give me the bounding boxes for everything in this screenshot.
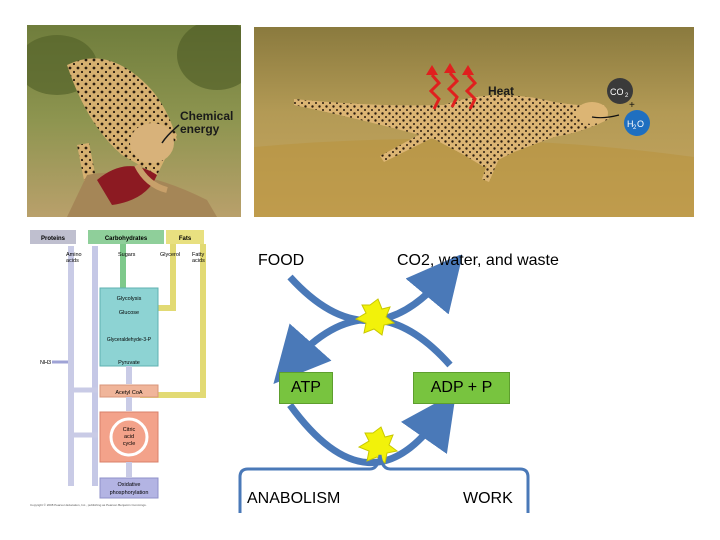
oxphos-label-1: Oxidative (118, 482, 141, 488)
glycerol-label: Glycerol (160, 252, 180, 258)
work-label: WORK (463, 490, 513, 507)
citric-label-3: cycle (123, 441, 136, 447)
glucose-label: Glucose (119, 310, 139, 316)
h2o-label-h: H (627, 119, 634, 129)
copyright-text: Copyright © 2008 Pearson Education, Inc.… (30, 503, 147, 507)
nh3-label: NH3 (40, 360, 51, 366)
co2-molecule-icon (607, 78, 633, 104)
food-label: FOOD (258, 252, 305, 269)
heat-label: Heat (488, 84, 514, 98)
acetyl-coa-label: Acetyl CoA (115, 390, 143, 396)
chemical-energy-pointer (161, 124, 180, 144)
proteins-label: Proteins (41, 236, 66, 242)
adp-arrow (287, 392, 457, 467)
proteins-box (30, 230, 76, 244)
chemical-energy-label-2: energy (180, 122, 220, 136)
pyruvate-label: Pyruvate (118, 360, 140, 366)
h2o-label-o: O (637, 119, 644, 129)
fats-box (166, 230, 204, 244)
co2-label: CO (610, 87, 624, 97)
plus-sign: + (629, 100, 635, 111)
waste-label: CO2, water, and waste (397, 252, 559, 269)
citric-label-2: acid (124, 434, 134, 440)
bracket (238, 454, 530, 513)
oxphos-label-2: phosphorylation (110, 490, 149, 496)
heat-arrows-icon (426, 63, 478, 110)
cheetah-eating-photo: Chemical energy (27, 25, 241, 217)
g3p-label: Glyceraldehyde-3-P (107, 337, 152, 343)
atp-box: ATP (279, 372, 333, 404)
metabolic-pathway-diagram: Proteins Carbohydrates Fats Amino acids … (30, 230, 222, 508)
exhale-arrow (591, 114, 620, 119)
h2o-molecule-icon (624, 110, 650, 136)
anabolism-label: ANABOLISM (247, 490, 341, 507)
energy-burst-icon-bottom (357, 426, 399, 464)
fats-label: Fats (179, 236, 192, 242)
amino-acids-label-2: acids (66, 258, 79, 264)
energy-cycle-diagram (230, 253, 550, 515)
h2o-subscript: 2 (633, 125, 637, 131)
carbohydrates-box (88, 230, 164, 244)
chemical-energy-label-1: Chemical (180, 109, 233, 123)
fatty-acids-label-2: acids (192, 258, 205, 264)
adp-box: ADP + P (413, 372, 510, 404)
carbohydrates-label: Carbohydrates (105, 236, 148, 242)
glycolysis-box (99, 287, 159, 367)
co2-subscript: 2 (625, 93, 629, 99)
oxphos-box (99, 477, 159, 499)
sugars-label: Sugars (118, 252, 136, 258)
cheetah-running-photo: Heat CO 2 + H 2 O (254, 27, 694, 217)
citric-label-1: Citric (123, 427, 136, 433)
fatty-acids-label-1: Fatty (192, 252, 204, 258)
amino-acids-label-1: Amino (66, 252, 82, 258)
energy-burst-icon-top (354, 298, 396, 336)
glycolysis-label: Glycolysis (117, 296, 142, 302)
